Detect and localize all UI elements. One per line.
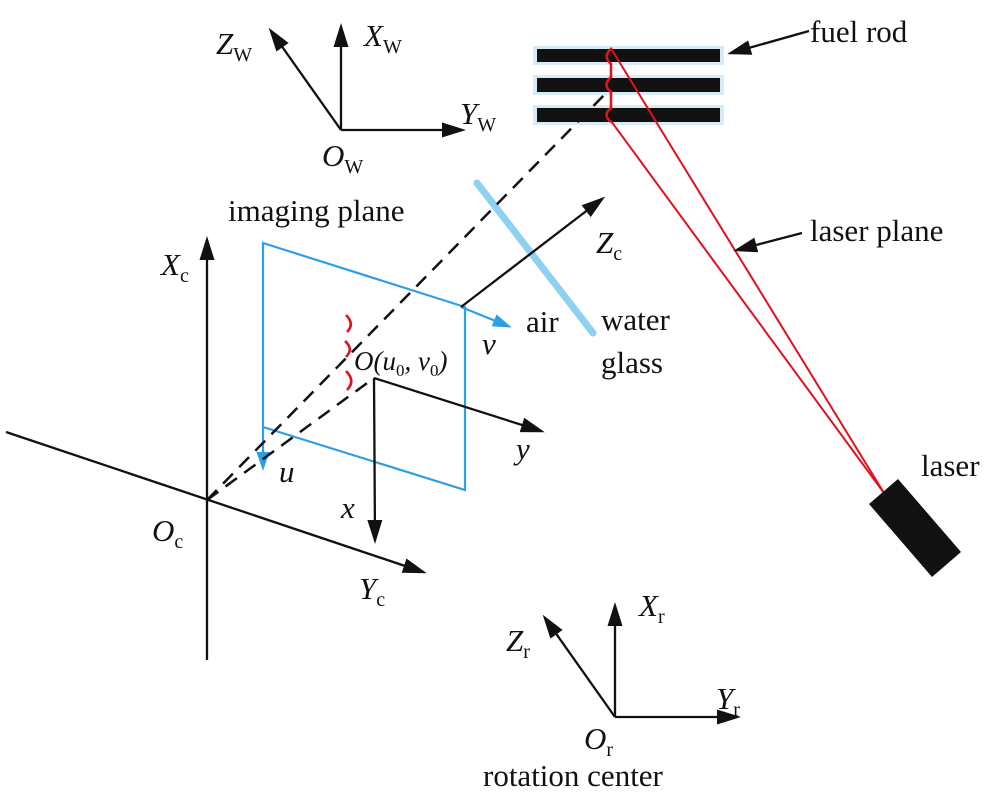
fuel-rod-assembly (533, 46, 724, 125)
y-axis-label: y (513, 431, 530, 466)
world-z-axis (268, 27, 342, 131)
u-axis-label: u (279, 454, 295, 489)
world-x-label: XW (362, 18, 402, 58)
camera-x-label: Xc (159, 247, 189, 287)
camera-z-label: Zc (596, 225, 622, 265)
laser-beam-lower (610, 120, 885, 494)
imaging-plane-label: imaging plane (228, 193, 404, 228)
fuel-rod-bar-2 (537, 78, 720, 92)
world-z-label: ZW (216, 26, 252, 66)
rotation-origin-label: Or (584, 721, 613, 761)
laser-plane-label: laser plane (810, 213, 943, 248)
camera-y-label: Yc (359, 571, 385, 611)
world-y-label: YW (460, 96, 496, 136)
laser-stripe-on-rods (605, 46, 613, 124)
laser-beam-upper (611, 49, 885, 494)
rotation-z-axis (542, 614, 616, 718)
v-axis-label: v (482, 326, 496, 361)
principal-point-label: O(u0, v0) (354, 346, 447, 380)
image-stripe-arc-1 (345, 314, 353, 333)
fuel-rod-bar-3 (537, 108, 720, 122)
laser-body (869, 479, 961, 577)
laser-plane-pointer-arrow (733, 231, 803, 253)
laser-label: laser (921, 448, 980, 483)
image-stripe-arc-2 (344, 340, 352, 358)
camera-y-axis (5, 430, 427, 574)
rotation-z-label: Zr (506, 623, 530, 663)
image-x-axis (367, 377, 383, 544)
world-origin-label: OW (322, 138, 363, 178)
optical-axis-dashed (206, 376, 375, 502)
fuel-rod-bar-1 (537, 49, 720, 62)
glass-label: glass (601, 345, 663, 380)
image-stripe-arc-3 (345, 370, 353, 391)
water-label: water (601, 302, 671, 337)
air-label: air (526, 304, 559, 339)
camera-z-axis (460, 196, 606, 308)
x-axis-label: x (340, 490, 355, 525)
rotation-center-label: rotation center (483, 758, 664, 792)
rotation-x-label: Xr (637, 588, 665, 628)
rotation-y-label: Yr (716, 681, 740, 721)
image-y-axis (373, 376, 545, 433)
water-glass-line (473, 179, 597, 337)
fuel-rod-label: fuel rod (810, 14, 908, 49)
imaging-plane-outline (261, 241, 467, 492)
fuel-rod-pointer-arrow (727, 29, 810, 55)
v-axis (460, 305, 512, 328)
labels: imaging plane fuel rod laser plane laser… (152, 14, 980, 792)
camera-origin-label: Oc (152, 513, 183, 553)
imaging-ray-dashed (206, 90, 609, 501)
